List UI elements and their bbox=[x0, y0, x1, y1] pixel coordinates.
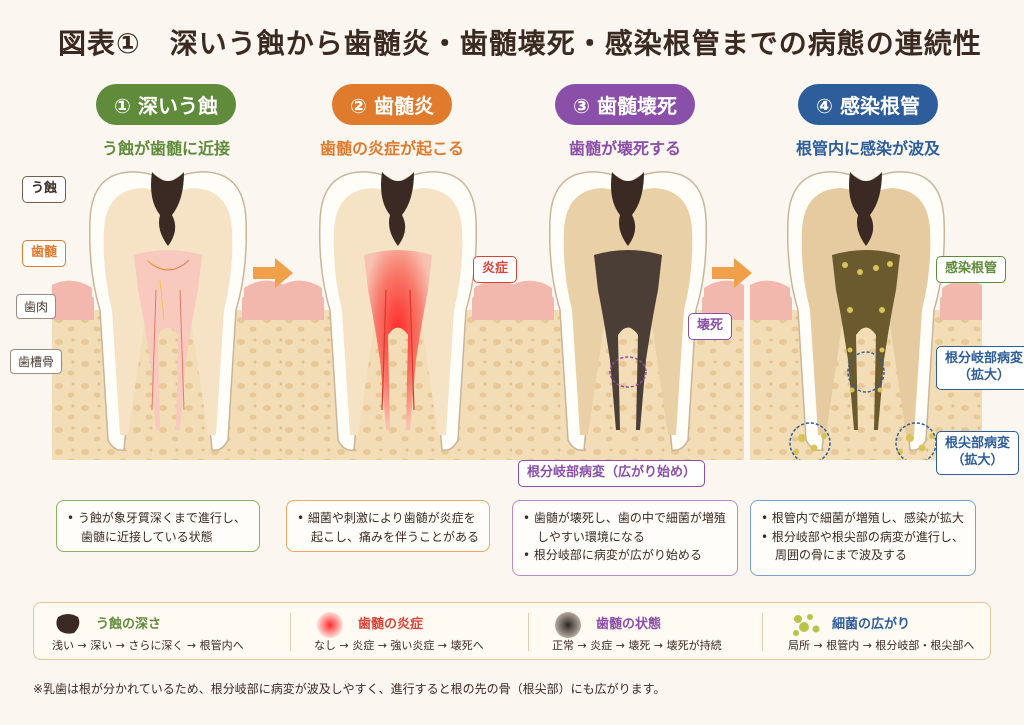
arrow-right-icon-1 bbox=[253, 258, 293, 288]
label-pulp: 歯髄 bbox=[22, 240, 67, 267]
stage-header-2: ② 歯髄炎 歯髄の炎症が起こる bbox=[282, 84, 502, 159]
legend-title-caries: う蝕の深さ bbox=[96, 617, 162, 632]
label-bone: 歯槽骨 bbox=[10, 349, 63, 374]
legend-divider bbox=[290, 613, 291, 651]
legend-item-inflammation: 歯髄の炎症 なし → 炎症 → 強い炎症 → 壊死へ bbox=[296, 609, 526, 655]
legend-title-inflammation: 歯髄の炎症 bbox=[358, 617, 424, 632]
stage-header-4: ④ 感染根管 根管内に感染が波及 bbox=[758, 84, 978, 159]
stage-desc-2-line-1: • 細菌や刺激により歯髄が炎症を起こし、痛みを伴うことがある bbox=[297, 511, 480, 544]
label-infected-canal: 感染根管 bbox=[936, 256, 1007, 283]
stage-header-1: ① 深いう蝕 う蝕が歯髄に近接 bbox=[56, 84, 276, 159]
stage-desc-4-line-1: • 根管内で細菌が増殖し、感染が拡大 bbox=[761, 511, 964, 525]
tooth-diagram-1 bbox=[52, 171, 284, 460]
label-furcation-lesion-title: 根分岐部病変 bbox=[945, 351, 1024, 366]
legend: う蝕の深さ 浅い → 深い → さらに深く → 根管内へ 歯髄の炎症 なし → … bbox=[33, 602, 991, 660]
stage-subtitle-4: 根管内に感染が波及 bbox=[795, 139, 940, 158]
bacteria-icon bbox=[793, 614, 820, 636]
legend-title-pulp-state: 歯髄の状態 bbox=[596, 617, 662, 632]
stage-subtitle-1: う蝕が歯髄に近接 bbox=[101, 139, 230, 158]
legend-item-pulp-state: 歯髄の状態 正常 → 炎症 → 壊死 → 壊死が持続 bbox=[534, 609, 764, 655]
stage-desc-2: • 細菌や刺激により歯髄が炎症を起こし、痛みを伴うことがある bbox=[286, 500, 490, 552]
stage-desc-3-line-1: • 歯髄が壊死し、歯の中で細菌が増殖しやすい環境になる bbox=[523, 511, 726, 544]
stage-desc-4: • 根管内で細菌が増殖し、感染が拡大 • 根分岐部や根尖部の病変が進行し、周囲の… bbox=[750, 500, 976, 576]
legend-scale-caries: 浅い → 深い → さらに深く → 根管内へ bbox=[52, 639, 244, 652]
stage-pill-1: ① 深いう蝕 bbox=[96, 84, 236, 125]
stage-header-3: ③ 歯髄壊死 歯髄が壊死する bbox=[515, 84, 735, 159]
legend-item-bacteria: 細菌の広がり 局所 → 根管内 → 根分岐部・根尖部へ bbox=[770, 609, 990, 655]
stage-desc-3: • 歯髄が壊死し、歯の中で細菌が増殖しやすい環境になる • 根分岐部に病変が広が… bbox=[512, 500, 738, 576]
label-apical-lesion-sub: （拡大） bbox=[951, 452, 1004, 468]
stage-pill-4: ④ 感染根管 bbox=[798, 84, 938, 125]
footnote: ※乳歯は根が分かれているため、根分岐部に病変が波及しやすく、進行すると根の先の骨… bbox=[33, 682, 666, 696]
stage-pill-2: ② 歯髄炎 bbox=[332, 84, 452, 125]
stage-subtitle-3: 歯髄が壊死する bbox=[568, 139, 681, 158]
label-caries: う蝕 bbox=[22, 176, 67, 203]
inflammation-icon bbox=[317, 612, 343, 638]
stage-desc-1: • う蝕が象牙質深くまで進行し、歯髄に近接している状態 bbox=[56, 500, 260, 552]
legend-item-caries: う蝕の深さ 浅い → 深い → さらに深く → 根管内へ bbox=[34, 609, 274, 655]
arrow-right-icon-2 bbox=[712, 258, 752, 288]
tooth-diagram-3 bbox=[512, 171, 744, 460]
stage-subtitle-2: 歯髄の炎症が起こる bbox=[319, 139, 464, 158]
stage-pill-3: ③ 歯髄壊死 bbox=[555, 84, 695, 125]
legend-scale-pulp-state: 正常 → 炎症 → 壊死 → 壊死が持続 bbox=[552, 639, 722, 652]
label-gum: 歯肉 bbox=[16, 294, 57, 319]
legend-scale-inflammation: なし → 炎症 → 強い炎症 → 壊死へ bbox=[314, 639, 484, 652]
legend-divider bbox=[528, 613, 529, 651]
legend-title-bacteria: 細菌の広がり bbox=[832, 617, 911, 632]
caries-icon bbox=[56, 614, 80, 634]
label-apical-lesion-title: 根尖部病変 bbox=[945, 436, 1011, 451]
legend-scale-bacteria: 局所 → 根管内 → 根分岐部・根尖部へ bbox=[788, 639, 975, 652]
page-title: 図表① 深いう蝕から歯髄炎・歯髄壊死・感染根管までの病態の連続性 bbox=[58, 27, 982, 60]
tooth-diagram-4 bbox=[750, 171, 982, 460]
label-furcation-lesion-sub: （拡大） bbox=[958, 367, 1011, 383]
label-apical-lesion: 根尖部病変 （拡大） bbox=[936, 431, 1020, 475]
stage-desc-1-line-1: • う蝕が象牙質深くまで進行し、歯髄に近接している状態 bbox=[67, 511, 246, 544]
label-furcation-start: 根分岐部病変（広がり始め） bbox=[518, 460, 706, 487]
legend-divider bbox=[762, 613, 763, 651]
label-necrosis: 壊死 bbox=[688, 313, 733, 340]
stage-desc-3-line-2: • 根分岐部に病変が広がり始める bbox=[523, 548, 702, 563]
label-inflammation: 炎症 bbox=[473, 256, 518, 283]
label-furcation-lesion: 根分岐部病変 （拡大） bbox=[936, 346, 1024, 390]
tooth-diagram-2 bbox=[282, 171, 514, 460]
pulp-state-icon bbox=[555, 612, 581, 638]
stage-desc-4-line-2: • 根分岐部や根尖部の病変が進行し、周囲の骨にまで波及する bbox=[761, 529, 964, 563]
